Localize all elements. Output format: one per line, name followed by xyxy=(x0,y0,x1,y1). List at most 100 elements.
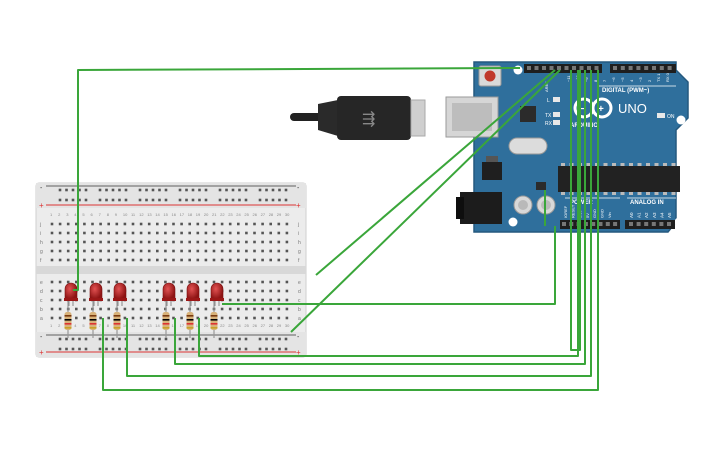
hole-f-20[interactable] xyxy=(204,258,208,262)
rail-top-hole[interactable] xyxy=(231,198,235,202)
hole-j-10[interactable] xyxy=(123,222,127,226)
rail-bottom-hole[interactable] xyxy=(65,337,68,341)
hole-c-30[interactable] xyxy=(285,298,289,302)
hole-i-11[interactable] xyxy=(131,231,135,235)
rail-bottom-hole[interactable] xyxy=(278,347,281,351)
hole-a-26[interactable] xyxy=(253,316,256,320)
hole-j-22[interactable] xyxy=(220,222,224,226)
hole-e-16[interactable] xyxy=(172,280,175,284)
rail-top-hole[interactable] xyxy=(164,198,168,202)
hole-e-9[interactable] xyxy=(115,280,119,284)
rail-bottom-hole[interactable] xyxy=(258,337,262,341)
hole-d-13[interactable] xyxy=(147,289,151,293)
hole-f-10[interactable] xyxy=(123,258,127,262)
rail-top-hole[interactable] xyxy=(111,198,115,202)
rail-top-hole[interactable] xyxy=(278,198,281,202)
analog-pin-hole[interactable] xyxy=(636,222,641,226)
rail-bottom-hole[interactable] xyxy=(78,347,81,351)
hole-i-28[interactable] xyxy=(269,231,272,235)
analog-pin-hole[interactable] xyxy=(629,222,633,226)
hole-g-1[interactable] xyxy=(50,249,54,253)
rail-bottom-hole[interactable] xyxy=(145,337,148,341)
hole-f-22[interactable] xyxy=(220,258,224,262)
hole-g-28[interactable] xyxy=(269,249,272,253)
hole-h-2[interactable] xyxy=(58,240,62,244)
hole-g-4[interactable] xyxy=(75,249,78,253)
hole-i-5[interactable] xyxy=(83,231,86,235)
hole-f-27[interactable] xyxy=(261,258,264,262)
hole-d-25[interactable] xyxy=(245,289,248,293)
rail-top-hole[interactable] xyxy=(191,188,195,192)
rail-bottom-hole[interactable] xyxy=(98,347,102,351)
power-pin-hole[interactable] xyxy=(598,222,603,226)
hole-a-10[interactable] xyxy=(123,316,127,320)
hole-g-27[interactable] xyxy=(261,249,264,253)
hole-h-11[interactable] xyxy=(131,240,135,244)
hole-c-11[interactable] xyxy=(131,298,135,302)
hole-i-2[interactable] xyxy=(58,231,62,235)
rail-top-hole[interactable] xyxy=(65,198,68,202)
hole-a-23[interactable] xyxy=(228,316,232,320)
hole-g-18[interactable] xyxy=(188,249,191,253)
hole-j-29[interactable] xyxy=(277,222,281,226)
rail-bottom-hole[interactable] xyxy=(118,337,121,341)
hole-b-26[interactable] xyxy=(253,307,256,311)
hole-g-11[interactable] xyxy=(131,249,135,253)
hole-c-26[interactable] xyxy=(253,298,256,302)
hole-h-15[interactable] xyxy=(164,240,167,244)
hole-a-7[interactable] xyxy=(99,316,102,320)
hole-j-13[interactable] xyxy=(147,222,151,226)
hole-g-26[interactable] xyxy=(253,249,256,253)
hole-a-12[interactable] xyxy=(139,316,143,320)
digital-pin-hole[interactable] xyxy=(527,66,531,70)
hole-b-5[interactable] xyxy=(83,307,86,311)
rail-top-hole[interactable] xyxy=(284,188,288,192)
hole-i-4[interactable] xyxy=(75,231,78,235)
hole-d-27[interactable] xyxy=(261,289,264,293)
hole-a-24[interactable] xyxy=(237,316,240,320)
hole-i-1[interactable] xyxy=(50,231,54,235)
hole-a-20[interactable] xyxy=(204,316,208,320)
digital-pin-hole[interactable] xyxy=(652,66,656,70)
hole-j-19[interactable] xyxy=(196,222,200,226)
hole-g-25[interactable] xyxy=(245,249,248,253)
hole-i-13[interactable] xyxy=(147,231,151,235)
rail-top-hole[interactable] xyxy=(258,188,262,192)
hole-f-16[interactable] xyxy=(172,258,175,262)
reset-button-cap[interactable] xyxy=(484,70,496,82)
hole-e-28[interactable] xyxy=(269,280,272,284)
hole-b-13[interactable] xyxy=(147,307,151,311)
rail-top-hole[interactable] xyxy=(278,188,281,192)
hole-c-5[interactable] xyxy=(83,298,86,302)
hole-a-17[interactable] xyxy=(180,316,183,320)
led-1[interactable] xyxy=(64,282,78,306)
hole-e-14[interactable] xyxy=(156,280,159,284)
hole-f-14[interactable] xyxy=(156,258,159,262)
led-4[interactable] xyxy=(162,282,176,306)
hole-h-12[interactable] xyxy=(139,240,143,244)
rail-top-hole[interactable] xyxy=(58,188,62,192)
rail-top-hole[interactable] xyxy=(185,188,188,192)
hole-j-26[interactable] xyxy=(253,222,256,226)
rail-bottom-hole[interactable] xyxy=(191,337,195,341)
hole-j-7[interactable] xyxy=(99,222,102,226)
rail-top-hole[interactable] xyxy=(105,198,108,202)
hole-i-6[interactable] xyxy=(91,231,94,235)
hole-b-7[interactable] xyxy=(99,307,102,311)
rail-bottom-hole[interactable] xyxy=(265,347,268,351)
led-2[interactable] xyxy=(89,282,103,306)
hole-b-17[interactable] xyxy=(180,307,183,311)
hole-e-22[interactable] xyxy=(220,280,224,284)
hole-c-24[interactable] xyxy=(237,298,240,302)
rail-top-hole[interactable] xyxy=(71,198,75,202)
hole-f-29[interactable] xyxy=(277,258,281,262)
rail-top-hole[interactable] xyxy=(204,198,208,202)
rail-top-hole[interactable] xyxy=(78,198,81,202)
digital-pin-hole[interactable] xyxy=(542,66,546,70)
rail-top-hole[interactable] xyxy=(244,198,248,202)
hole-j-20[interactable] xyxy=(204,222,208,226)
rail-top-hole[interactable] xyxy=(71,188,75,192)
rail-top-hole[interactable] xyxy=(138,198,142,202)
hole-g-20[interactable] xyxy=(204,249,208,253)
hole-i-16[interactable] xyxy=(172,231,175,235)
